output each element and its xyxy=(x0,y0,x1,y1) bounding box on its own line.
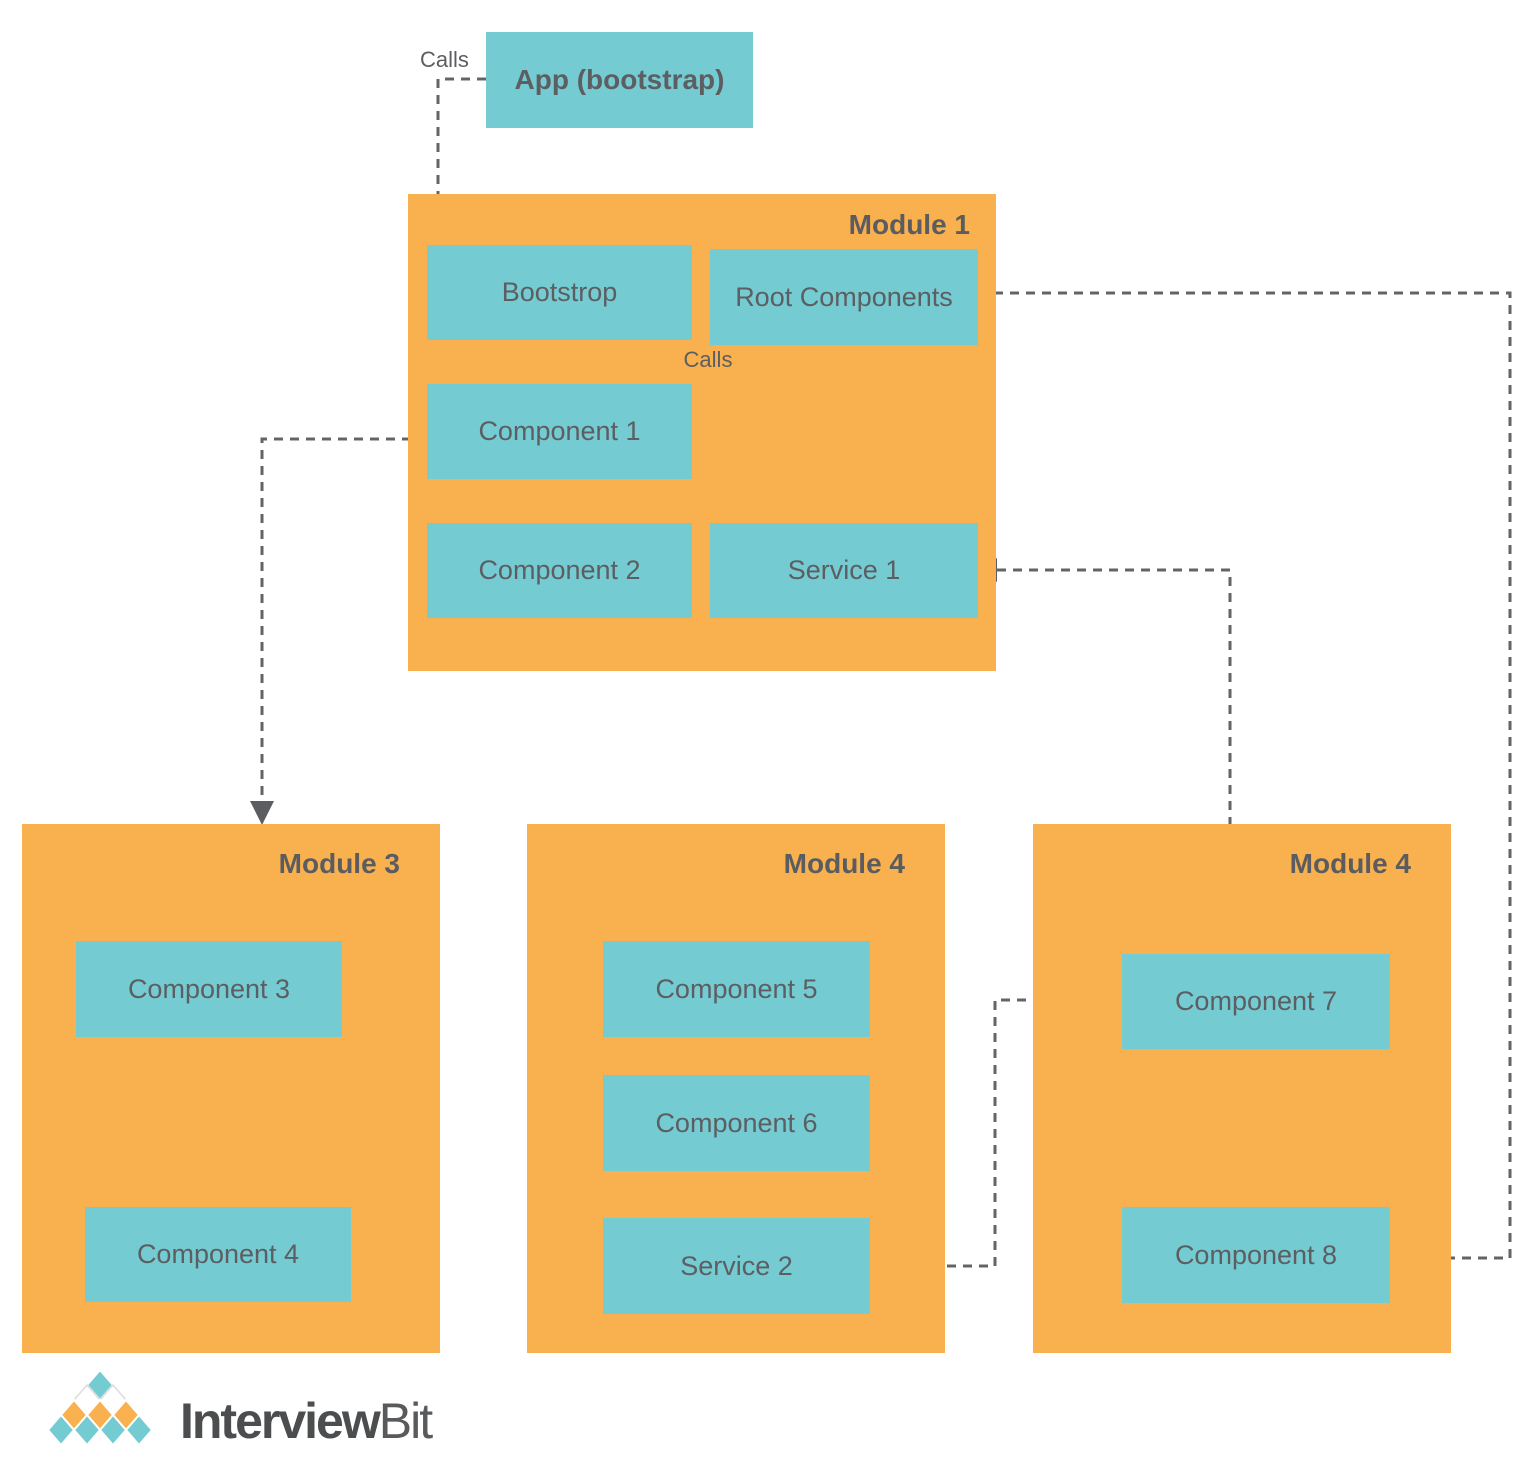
module-4-middle-label: Module 4 xyxy=(783,848,905,879)
module-4-middle: Module 4 Component 5 Component 6 Service… xyxy=(527,824,945,1353)
root-components-node: Root Components xyxy=(710,249,978,345)
diamond-teal xyxy=(46,1413,76,1447)
arrowhead-component1-to-module3 xyxy=(250,801,274,825)
component-8-node: Component 8 xyxy=(1122,1207,1390,1303)
component-5-node: Component 5 xyxy=(603,941,870,1037)
interviewbit-logo: InterviewBit xyxy=(34,1368,433,1452)
module-1: Module 1 Bootstrop Root Components Calls… xyxy=(408,194,996,671)
component-7-node: Component 7 xyxy=(1122,954,1390,1049)
connector-component1-to-module3 xyxy=(260,437,427,808)
bootstrop-node: Bootstrop xyxy=(427,245,692,340)
component-3-node: Component 3 xyxy=(76,941,342,1037)
component-1-node: Component 1 xyxy=(427,384,692,479)
calls-label-top: Calls xyxy=(420,47,469,72)
module-4-right-label: Module 4 xyxy=(1289,848,1411,879)
calls-label-inner: Calls xyxy=(683,347,733,372)
diamond-teal xyxy=(72,1413,102,1447)
service-1-node: Service 1 xyxy=(710,523,978,618)
service-2-node: Service 2 xyxy=(603,1218,870,1314)
component-6-node: Component 6 xyxy=(603,1075,870,1171)
diamond-teal xyxy=(124,1413,154,1447)
component-4-node: Component 4 xyxy=(85,1207,351,1302)
module-1-label: Module 1 xyxy=(848,209,970,240)
diamond-teal xyxy=(98,1413,128,1447)
module-3: Module 3 Component 3 Component 4 xyxy=(22,824,440,1353)
wordmark-interview: Interview xyxy=(180,1393,381,1449)
interviewbit-wordmark: InterviewBit xyxy=(180,1374,433,1449)
component-2-node: Component 2 xyxy=(427,523,692,618)
interviewbit-pyramid-icon xyxy=(46,1368,154,1447)
app-bootstrap-node: App (bootstrap) xyxy=(486,32,753,128)
wordmark-bit: Bit xyxy=(378,1393,433,1449)
module-4-right: Module 4 Component 7 Component 8 xyxy=(1033,824,1451,1353)
module-3-label: Module 3 xyxy=(278,848,400,879)
